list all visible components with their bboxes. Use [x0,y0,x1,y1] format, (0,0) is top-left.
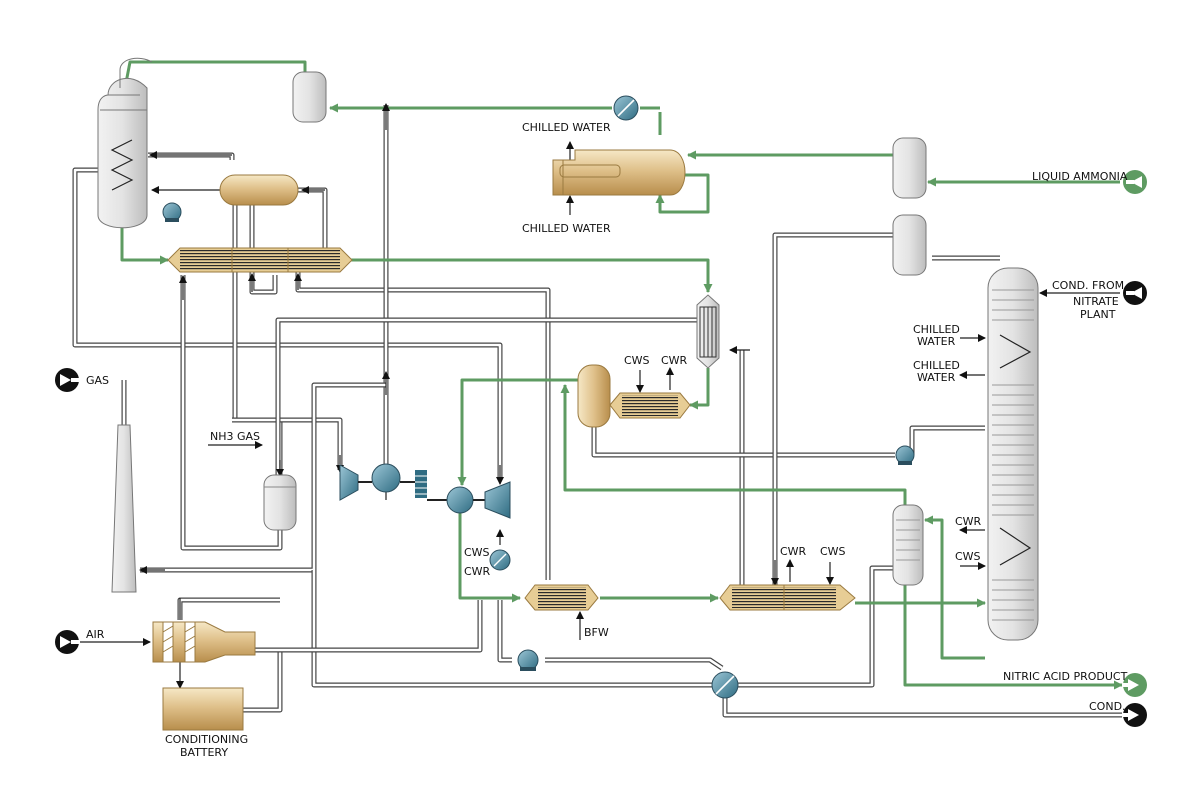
cws-bottom-label: CWS [820,545,846,558]
chilled-water-bottom-label: CHILLED WATER [522,222,611,235]
liquid-ammonia-inlet-connector [1123,170,1147,194]
cws-right-label: CWS [955,550,981,563]
nitrate-label: NITRATE [1073,295,1119,308]
air-label: AIR [86,628,105,641]
air-filter [152,621,256,663]
gas-turbine [427,481,511,519]
cond-from-label: COND. FROM [1052,279,1124,292]
bfw-label: BFW [584,626,609,639]
waste-heat-boiler [524,584,599,611]
condensate-heater [711,671,739,699]
condensate-pump [517,649,539,671]
plant-label: PLANT [1080,308,1116,321]
reflux-pump [162,202,182,222]
nh3-gas-label: NH3 GAS [210,430,260,443]
vertical-exchanger [696,294,720,369]
cws-compressor-label: CWS [464,546,490,559]
cws-upper-label: CWS [624,354,650,367]
absorption-column [97,57,153,229]
cwr-upper-label: CWR [661,354,688,367]
ammonia-heater [613,95,639,121]
nitric-acid-product-connector [1122,673,1147,697]
knockout-drum [292,71,327,123]
labels: CHILLED WATER CHILLED WATER LIQUID AMMON… [86,121,1128,759]
horizontal-separator [219,174,299,206]
air-inlet-connector [55,630,79,654]
ammonia-filter [263,474,297,531]
cond-label: COND. [1089,700,1126,713]
cond-from-nitrate-connector [1123,281,1147,305]
stack [111,424,137,593]
cwr-compressor-label: CWR [464,565,491,578]
chilled-water-1b-label: WATER [917,335,956,348]
gas-outlet-connector [55,368,79,392]
chilled-water-1a-label: CHILLED [913,323,960,336]
cwr-right-label: CWR [955,515,982,528]
process-pipes [72,105,1122,718]
nitric-acid-product-label: NITRIC ACID PRODUCT [1003,670,1128,683]
air-compressor [339,463,427,501]
absorption-tower [987,267,1039,641]
chilled-water-2b-label: WATER [917,371,956,384]
battery-label: BATTERY [180,746,228,759]
chilled-water-top-label: CHILLED WATER [522,121,611,134]
acid-pump [895,445,915,465]
tail-gas-exchanger [167,247,353,273]
cond-outlet-connector [1122,703,1147,727]
gas-label: GAS [86,374,109,387]
ammonia-drum [892,137,927,199]
cooler-condenser [577,364,691,428]
liquid-ammonia-label: LIQUID AMMONIA [1032,170,1128,183]
green-flow-lines [120,60,1123,690]
bleacher [892,504,924,586]
ammonia-evaporator [552,149,686,196]
cwr-bottom-label: CWR [780,545,807,558]
cooler-condenser-2 [719,584,856,611]
chilled-water-2a-label: CHILLED [913,359,960,372]
conditioning-label: CONDITIONING [165,733,248,746]
reflux-drum [892,214,927,276]
turbine-condenser [489,549,511,571]
conditioning-battery [162,687,244,731]
